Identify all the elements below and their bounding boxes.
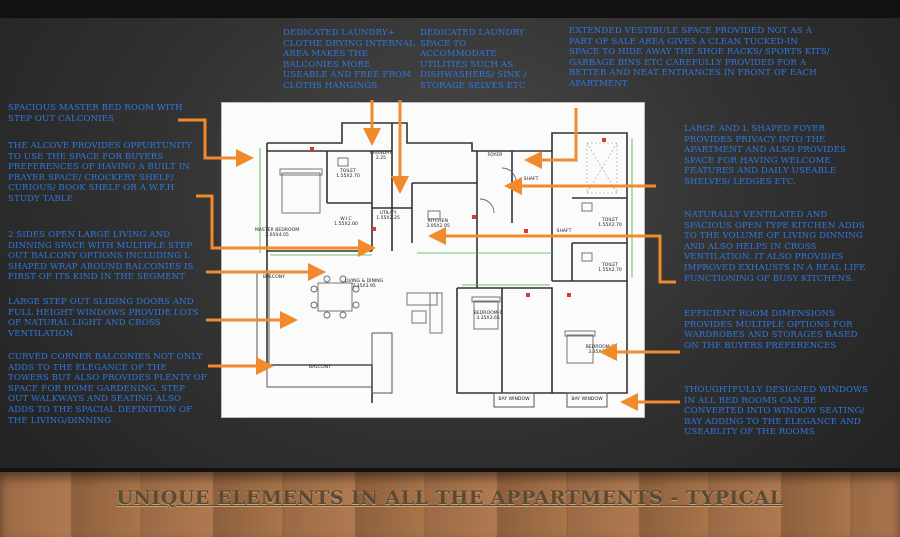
floor-plan: MASTER BEDROOM 3.65X4.05 TOILET 1.55X2.7… <box>222 103 644 417</box>
label-laundry: LAUNDRY 2.25 <box>370 151 392 162</box>
floor-plan-drawing <box>256 122 633 408</box>
wooden-floor <box>0 472 900 537</box>
note-windows: THOUGHTFULLY DESIGNED WINDOWS IN ALL BED… <box>684 385 869 438</box>
label-toilet-3: TOILET 1.55X2.70 <box>598 263 622 274</box>
note-kitchen: NATURALLY VENTILATED AND SPACIOUS OPEN T… <box>684 210 866 284</box>
label-balcony-left: BALCONY <box>263 275 285 280</box>
label-toilet-2: TOILET 1.55X2.70 <box>598 218 622 229</box>
label-living-dining: LIVING & DINING 7.35X3.95 <box>344 279 384 290</box>
note-curved-balconies: CURVED CORNER BALCONIES NOT ONLY ADDS TO… <box>8 352 207 426</box>
floor-edge <box>0 468 900 474</box>
note-room-dimensions: EFFICIENT ROOM DIMENSIONS PROVIDES MULTI… <box>684 309 858 351</box>
note-sliding-doors: LARGE STEP OUT SLIDING DOORS AND FULL HE… <box>8 297 199 339</box>
label-utility: UTILITY 1.55X2.25 <box>376 211 400 222</box>
label-kitchen: KITCHEN 3.05X2.95 <box>426 219 450 230</box>
label-shaft-1: SHAFT <box>523 177 539 182</box>
label-wic: W.I.C 1.55X2.00 <box>334 217 358 228</box>
label-balcony-bottom: BALCONY <box>309 365 331 370</box>
top-band <box>0 0 900 18</box>
label-bay-window-1: BAY WINDOW <box>498 397 530 402</box>
label-bedroom-1: BEDROOM-1 3.35X3.65 <box>473 311 503 322</box>
note-foyer: LARGE AND L SHAPED FOYER PROVIDES PRIVAC… <box>684 124 846 187</box>
note-vestibule: EXTENDED VESTIBULE SPACE PROVIDED NOT AS… <box>569 26 830 89</box>
note-master-bedroom: SPACIOUS MASTER BED ROOM WITH STEP OUT C… <box>8 103 183 124</box>
slide-title: UNIQUE ELEMENTS IN ALL THE APPARTMENTS -… <box>116 487 784 509</box>
note-dedicated-laundry-space: DEDICATED LAUNDRY SPACE TO ACCOMMODATE U… <box>420 28 527 91</box>
label-bay-window-2: BAY WINDOW <box>571 397 603 402</box>
label-shaft-2: SHAFT <box>556 229 572 234</box>
note-dedicated-laundry-clothes: DEDICATED LAUNDRY+ CLOTHE DRYING INTERNA… <box>283 28 415 91</box>
note-alcove: THE ALCOVE PROVIDES OPPURTUNITY TO USE T… <box>8 141 192 204</box>
label-foyer: FOYER <box>487 153 503 158</box>
label-master-bedroom: MASTER BEDROOM 3.65X4.05 <box>254 228 300 239</box>
note-living-dining: 2 SIDES OPEN LARGE LIVING AND DINNING SP… <box>8 230 194 283</box>
label-toilet-1: TOILET 1.55X2.70 <box>336 169 360 180</box>
